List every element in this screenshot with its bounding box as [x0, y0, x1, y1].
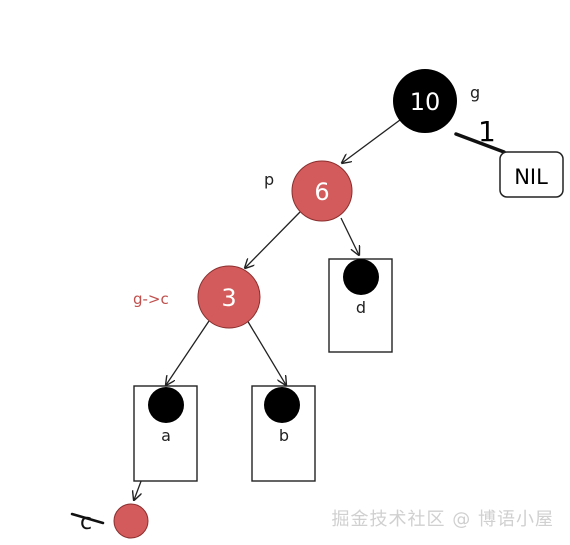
subtree-a-root [148, 387, 184, 423]
nil-label: NIL [514, 165, 548, 189]
node-10 [393, 69, 457, 133]
edge-6-to-3 [245, 211, 301, 268]
node-c [113, 503, 149, 539]
subtree-b-label: b [279, 426, 289, 445]
edge-3-to-a [166, 317, 212, 385]
subtree-d-root [343, 259, 379, 295]
node-c-tag: c [80, 510, 92, 535]
node-3 [197, 265, 261, 329]
edge-10-to-nil [454, 132, 506, 154]
edge-6-to-d [340, 217, 359, 255]
node-6 [291, 160, 353, 222]
node-6-tag: p [264, 170, 274, 189]
subtree-a-label: a [161, 426, 171, 445]
annotation-one: 1 [478, 115, 496, 148]
node-10-label: 10 [410, 88, 441, 116]
node-c-tag-strike [70, 512, 105, 525]
nil-box [499, 151, 564, 198]
edge-3-to-b [246, 319, 286, 385]
edge-10-to-6 [342, 116, 405, 163]
watermark: 掘金技术社区 @ 博语小屋 [331, 509, 554, 530]
node-6-label: 6 [314, 178, 329, 206]
node-10-tag: g [470, 83, 480, 102]
node-3-tag: g->c [133, 290, 169, 308]
subtree-d-label: d [356, 298, 366, 317]
subtree-b-root [264, 387, 300, 423]
node-3-label: 3 [221, 284, 236, 312]
